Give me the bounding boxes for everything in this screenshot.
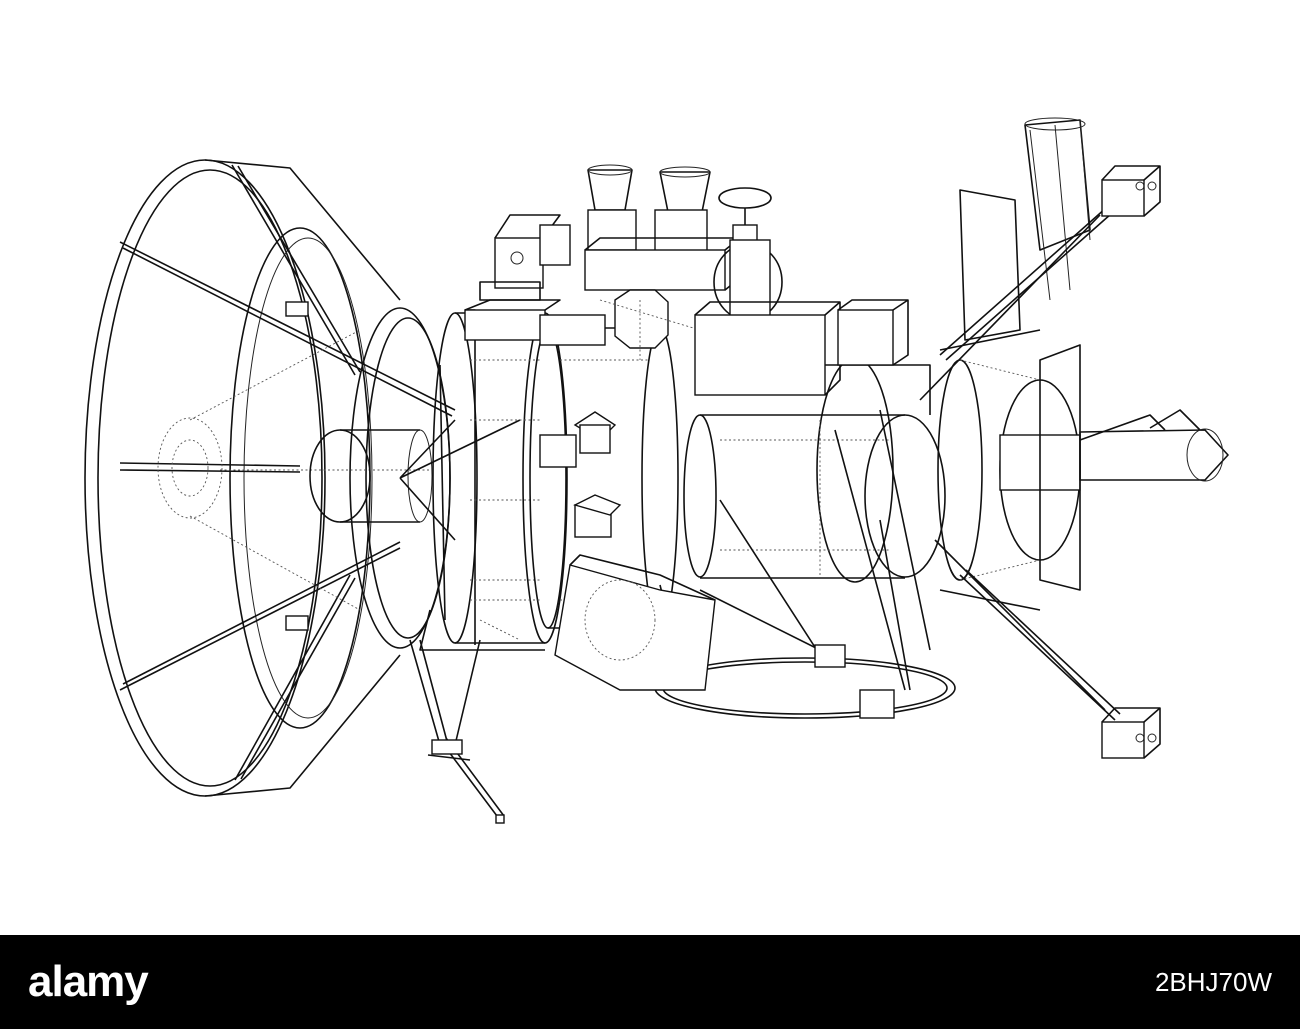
satellite-wireframe-illustration (84, 117, 1229, 824)
brand-logo: alamy (28, 957, 149, 1006)
instrument-cluster (479, 164, 841, 396)
engine-assembly (919, 117, 1229, 759)
drum-cube-lower (573, 494, 622, 538)
thruster-cube-lower (1101, 707, 1161, 759)
lower-structures (409, 409, 956, 824)
image-id-label: 2BHJ70W (1154, 967, 1272, 997)
satellite-drawing (84, 117, 1229, 824)
drum-cube-upper (539, 411, 617, 468)
parabolic-dish (84, 159, 521, 797)
thruster-cube-upper (1101, 165, 1161, 217)
propellant-tank (683, 299, 946, 583)
watermark-footer: alamy 2BHJ70W (0, 935, 1300, 1029)
